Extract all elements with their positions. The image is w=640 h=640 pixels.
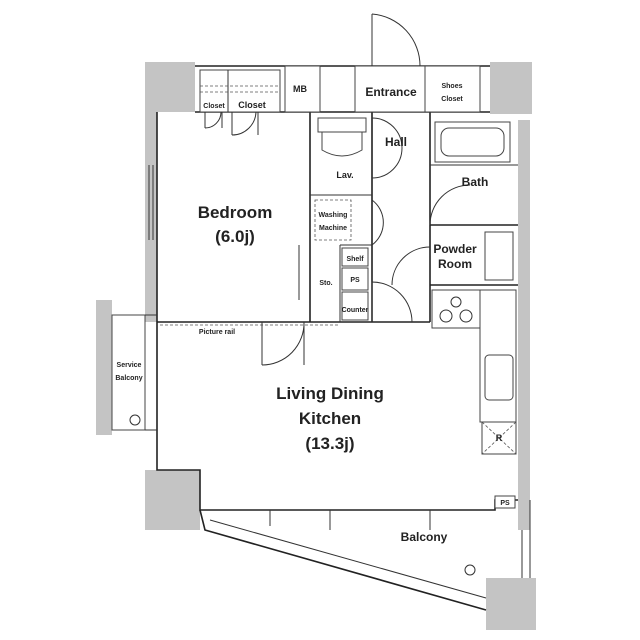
washing-label-2: Machine xyxy=(319,225,347,232)
balcony-label: Balcony xyxy=(401,530,448,544)
service-balcony xyxy=(111,314,157,431)
shoes-closet-label-1: Shoes xyxy=(441,83,462,90)
bedroom-details xyxy=(148,165,340,366)
ldk-label-2: Kitchen xyxy=(299,409,361,428)
entrance-label: Entrance xyxy=(365,85,417,99)
closet-small-label: Closet xyxy=(203,103,225,110)
lav-label: Lav. xyxy=(336,170,353,180)
ps-balcony-label: PS xyxy=(500,500,510,507)
bath-label: Bath xyxy=(462,175,489,189)
washing-label-1: Washing xyxy=(319,212,348,219)
powder-label-2: Room xyxy=(438,257,472,271)
bedroom-label: Bedroom xyxy=(198,203,273,222)
ldk-size: (13.3j) xyxy=(305,434,354,453)
room-labels: Entrance Shoes Closet MB Closet Closet H… xyxy=(115,83,510,544)
hall-label: Hall xyxy=(385,135,407,149)
shoes-closet-label-2: Closet xyxy=(441,96,463,103)
service-balcony-label-2: Balcony xyxy=(115,375,142,382)
entrance-block xyxy=(284,13,481,113)
powder-label-1: Powder xyxy=(433,242,477,256)
closet-label: Closet xyxy=(238,100,266,110)
ps-label: PS xyxy=(350,277,360,284)
shelf-label: Shelf xyxy=(346,256,364,263)
refrigerator-label: R xyxy=(496,433,503,443)
lavatory-fixtures xyxy=(314,117,403,321)
kitchen-fixtures xyxy=(371,281,517,455)
balcony xyxy=(199,495,531,611)
ldk-label-1: Living Dining xyxy=(276,384,384,403)
service-balcony-label-1: Service xyxy=(117,362,142,369)
closets xyxy=(199,69,281,136)
bath-fixtures xyxy=(391,121,518,286)
mb-label: MB xyxy=(293,84,307,94)
picture-rail-label: Picture rail xyxy=(199,329,235,336)
bedroom-size: (6.0j) xyxy=(215,227,255,246)
sto-label: Sto. xyxy=(319,280,332,287)
counter-label: Counter xyxy=(342,307,369,314)
structural-walls xyxy=(96,62,536,630)
